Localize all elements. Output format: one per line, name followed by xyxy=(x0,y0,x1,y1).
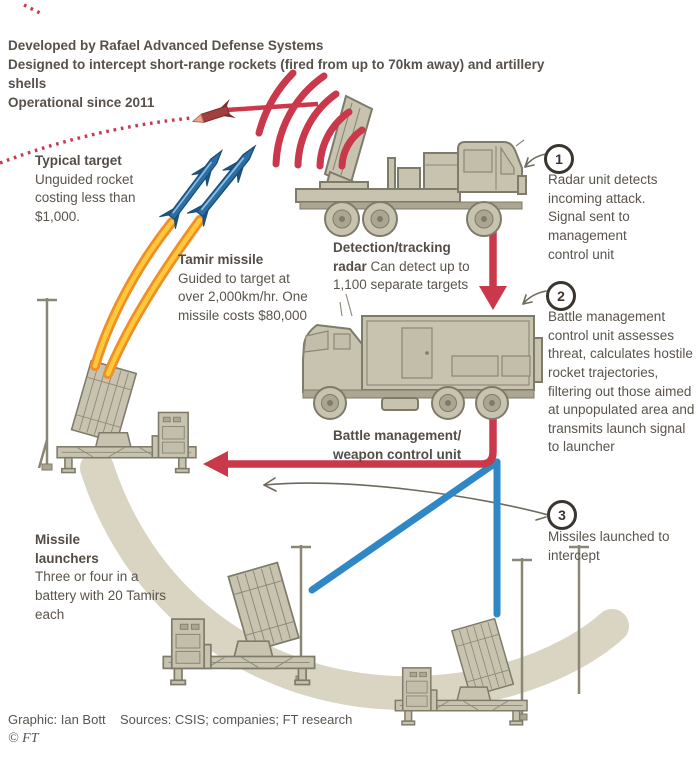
tamir-missile-note: Tamir missile Guided to target at over 2… xyxy=(178,251,318,326)
detection-radar-title: Detection/tracking radar xyxy=(333,240,451,274)
step-2-badge: 2 xyxy=(546,281,576,311)
graphic-credit: Graphic: Ian Bott xyxy=(8,712,106,727)
battle-management-label: Battle management/ weapon control unit xyxy=(333,428,462,462)
step-3-badge: 3 xyxy=(547,500,577,530)
step-leader-arrows xyxy=(522,153,547,521)
header-line-2: Designed to intercept short-range rocket… xyxy=(8,57,545,92)
radar-wave-arcs xyxy=(255,69,366,170)
launch-signal-lines xyxy=(308,458,501,618)
header-line-3: Operational since 2011 xyxy=(8,95,155,111)
step3-callout-curve xyxy=(263,477,553,517)
battle-management-truck xyxy=(302,293,543,420)
step-3-text: Missiles launched to intercept xyxy=(548,529,670,563)
missile-launcher-middle xyxy=(162,561,316,686)
tamir-missile-body: Guided to target at over 2,000km/hr. One… xyxy=(178,270,308,323)
missile-launchers-body: Three or four in a battery with 20 Tamir… xyxy=(35,569,167,622)
step-2-text: Battle management control unit assesses … xyxy=(548,309,695,455)
missile-trails xyxy=(90,215,205,379)
missile-launchers-title: Missile launchers xyxy=(35,532,99,566)
incoming-rocket-trajectory xyxy=(0,3,319,165)
detection-radar-note: Detection/tracking radar Can detect up t… xyxy=(333,239,485,295)
typical-target-note: Typical target Unguided rocket costing l… xyxy=(35,152,163,227)
sources-credit: Sources: CSIS; companies; FT research xyxy=(120,712,353,727)
antenna-masts xyxy=(37,298,589,721)
battle-truck-wheels xyxy=(313,386,509,420)
typical-target-title: Typical target xyxy=(35,153,122,168)
step-1-number: 1 xyxy=(555,151,563,167)
header-line-1: Developed by Rafael Advanced Defense Sys… xyxy=(8,38,324,53)
step-3-number: 3 xyxy=(558,507,566,523)
step-1-text: Radar unit detects incoming attack. Sign… xyxy=(548,172,658,262)
signal-arrow-radar-to-control xyxy=(479,228,507,310)
tamir-missile-title: Tamir missile xyxy=(178,252,264,267)
missile-launchers-note: Missile launchers Three or four in a bat… xyxy=(35,531,167,624)
header-notes: Developed by Rafael Advanced Defense Sys… xyxy=(8,36,568,113)
step-1-badge: 1 xyxy=(544,144,574,174)
missile-launcher-right xyxy=(394,617,529,726)
ft-copyright: © FT xyxy=(8,731,39,746)
signal-arrow-control-to-launcher xyxy=(203,405,497,477)
typical-target-body: Unguided rocket costing less than $1,000… xyxy=(35,171,136,224)
radar-truck-wheels xyxy=(324,201,502,237)
detection-radar-body: Can detect up to 1,100 separate targets xyxy=(333,258,470,293)
missile-launcher-left xyxy=(55,359,198,474)
step-2-number: 2 xyxy=(557,288,565,304)
radar-truck xyxy=(295,94,527,237)
battery-arc-ground xyxy=(80,451,629,710)
